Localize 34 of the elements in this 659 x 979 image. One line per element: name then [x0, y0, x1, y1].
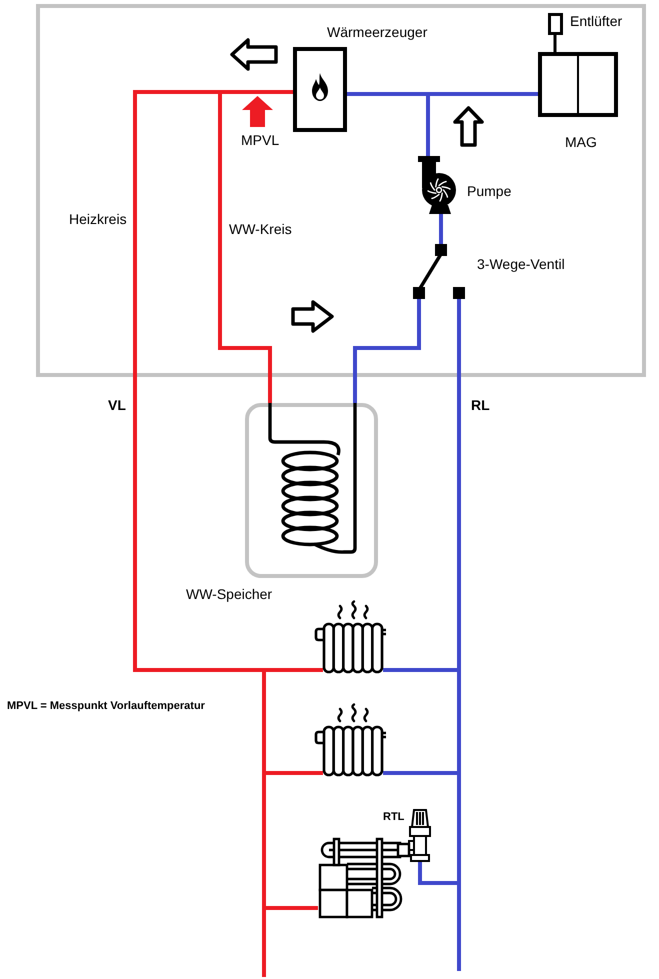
abbreviation-note: MPVL = Messpunkt Vorlauftemperatur — [7, 700, 205, 713]
pipe — [418, 862, 459, 885]
pipe — [353, 299, 421, 403]
measuring-point-label: MPVL — [241, 132, 280, 148]
pipe — [262, 670, 266, 773]
enclosure-frame — [36, 4, 646, 377]
tank-label: WW-Speicher — [186, 586, 272, 602]
circuit-label: WW-Kreis — [229, 221, 292, 237]
vent-label: Entlüfter — [570, 13, 622, 29]
line-label: RL — [471, 397, 490, 413]
valve-label: RTL — [383, 811, 404, 824]
vessel-label: MAG — [565, 134, 597, 150]
circuit-label: Heizkreis — [69, 211, 127, 227]
pipe — [457, 773, 461, 883]
pipe — [428, 92, 538, 96]
pipe — [457, 883, 461, 971]
pipe — [264, 771, 323, 775]
boiler-label: Wärmeerzeuger — [327, 24, 428, 40]
pipe — [262, 773, 266, 908]
line-label: VL — [108, 397, 126, 413]
pipe — [220, 90, 293, 94]
pipe — [383, 771, 459, 775]
pump-label: Pumpe — [467, 183, 512, 199]
pipe — [264, 668, 323, 672]
pipe — [262, 908, 266, 977]
pipe — [264, 906, 318, 910]
pipe — [457, 670, 461, 773]
pipe — [133, 90, 264, 672]
pipe — [347, 92, 428, 96]
pipe — [426, 94, 430, 156]
valve-label: 3-Wege-Ventil — [477, 256, 565, 272]
pipe — [554, 35, 556, 52]
pipe — [218, 92, 272, 403]
towel-radiator-icon — [318, 838, 410, 918]
